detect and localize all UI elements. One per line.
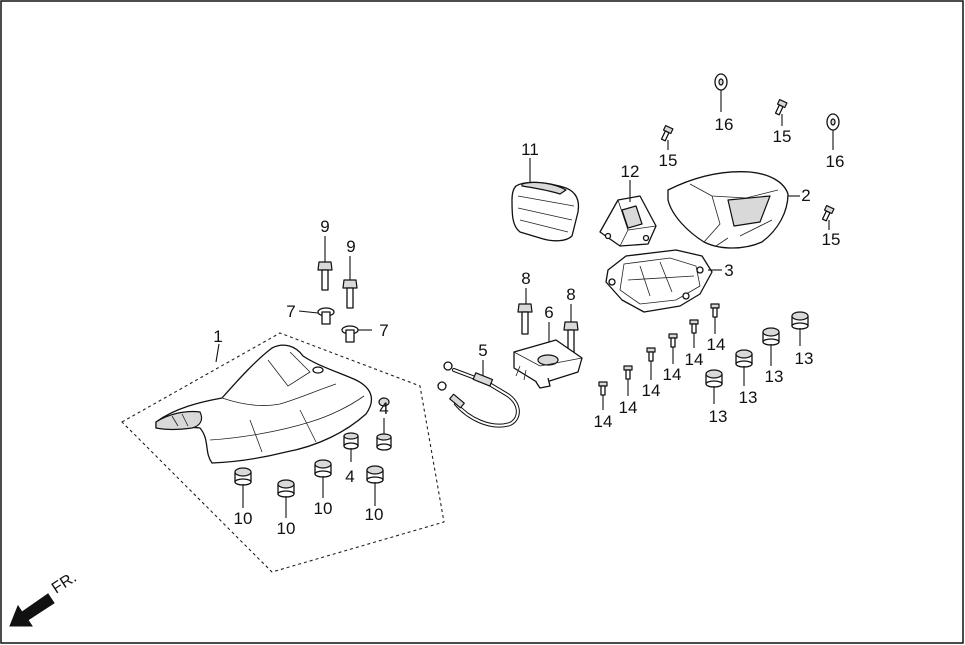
- callout-9b: 9: [346, 237, 355, 256]
- callout-12: 12: [621, 162, 640, 181]
- grommet-parts-13: [705, 311, 809, 388]
- callout-5: 5: [478, 341, 487, 360]
- callout-4b: 4: [345, 467, 354, 486]
- callout-7b: 7: [379, 321, 388, 340]
- callout-14a: 14: [594, 412, 613, 431]
- pillion-seat-part: [511, 181, 580, 242]
- callout-6: 6: [544, 303, 553, 322]
- washer-parts-16: [714, 73, 840, 131]
- callout-13d: 13: [795, 349, 814, 368]
- seat-lock-cable-part: [437, 361, 520, 428]
- group-outline: [121, 332, 445, 573]
- callout-10a: 10: [234, 509, 253, 528]
- callout-9a: 9: [320, 217, 329, 236]
- callout-1: 1: [213, 327, 222, 346]
- callout-14f: 14: [707, 335, 726, 354]
- callout-14d: 14: [663, 365, 682, 384]
- front-arrow-icon: [9, 593, 55, 627]
- callout-3: 3: [724, 261, 733, 280]
- callout-13c: 13: [765, 367, 784, 386]
- bolt-parts-8: [517, 303, 579, 353]
- damper-parts-4: [343, 432, 392, 451]
- callout-14b: 14: [619, 398, 638, 417]
- callout-15b: 15: [773, 127, 792, 146]
- seat-base-part: [605, 249, 713, 313]
- callout-8b: 8: [566, 285, 575, 304]
- mount-bracket-part: [599, 195, 657, 247]
- callout-13b: 13: [739, 388, 758, 407]
- lock-bracket-part: [513, 339, 583, 389]
- bolt-parts-9: [317, 261, 358, 309]
- callout-15c: 15: [822, 230, 841, 249]
- callout-16b: 16: [826, 152, 845, 171]
- screw-parts-14: [598, 303, 720, 396]
- grommet-parts-10: [234, 459, 384, 498]
- callout-4a: 4: [379, 399, 388, 418]
- callout-14c: 14: [642, 381, 661, 400]
- front-direction-indicator: FR.: [9, 569, 80, 627]
- callout-2: 2: [801, 186, 810, 205]
- callout-7a: 7: [286, 302, 295, 321]
- callout-10c: 10: [314, 499, 333, 518]
- callout-8a: 8: [521, 269, 530, 288]
- leader-lines: [215, 90, 834, 518]
- callout-labels: 1 2 3 4 4 5 6 7 7 8 8 9 9 10 10 10 10 11…: [213, 115, 844, 538]
- callout-15a: 15: [659, 151, 678, 170]
- callout-10d: 10: [365, 505, 384, 524]
- front-label: FR.: [49, 569, 80, 597]
- front-seat-part: [155, 344, 390, 464]
- collar-parts-7: [317, 307, 359, 343]
- screw-parts-15: [660, 98, 835, 222]
- callout-10b: 10: [277, 519, 296, 538]
- callout-14e: 14: [685, 350, 704, 369]
- seat-cowl-part: [667, 171, 789, 249]
- callout-11: 11: [521, 140, 539, 159]
- callout-16a: 16: [715, 115, 734, 134]
- callout-13a: 13: [709, 407, 728, 426]
